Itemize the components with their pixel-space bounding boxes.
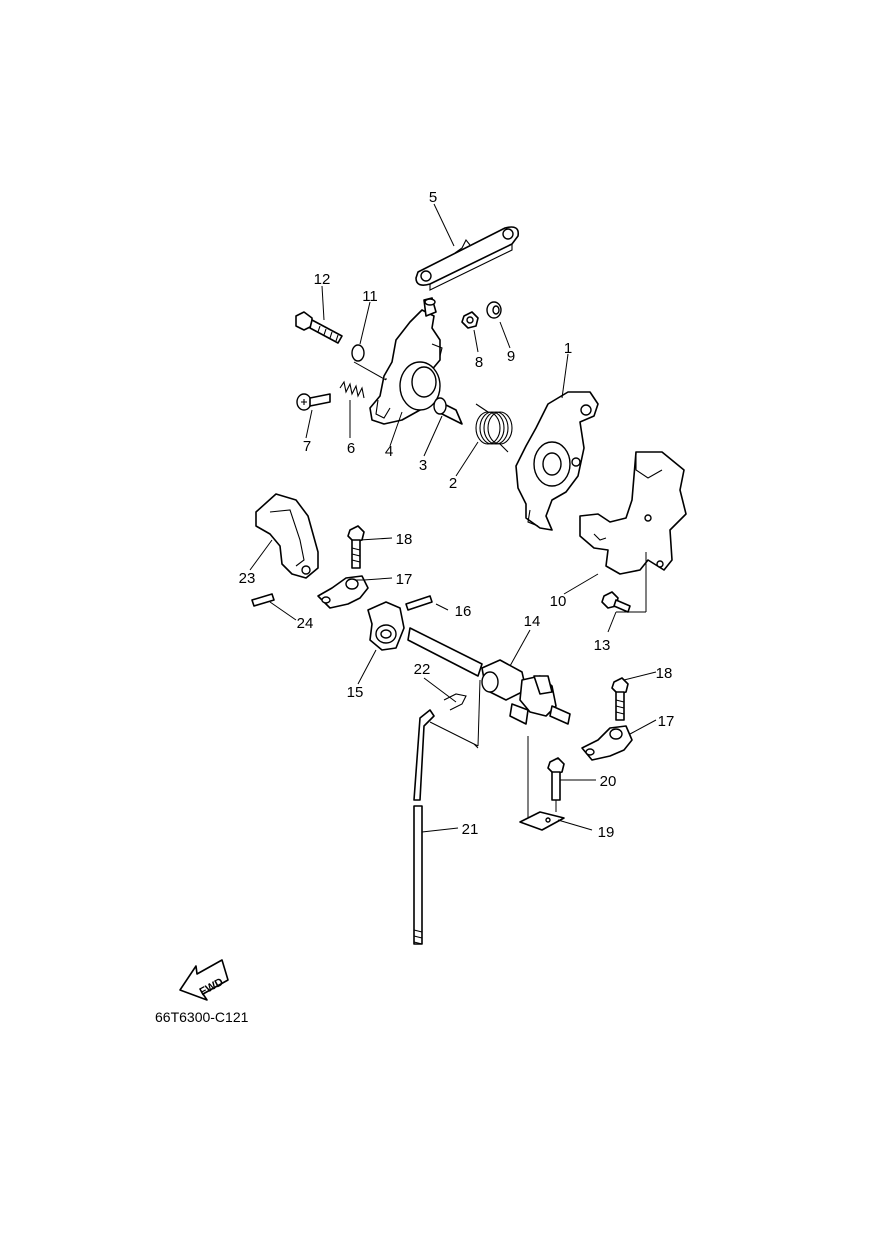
part-18-bolt-upper [347, 525, 365, 569]
leader-lines [249, 203, 657, 833]
callout-12: 12 [314, 271, 331, 288]
fwd-arrow-icon: FWD [179, 959, 229, 1001]
part-24-pin [251, 593, 275, 607]
part-17-clamp-lower [581, 725, 633, 761]
callout-22: 22 [414, 661, 431, 678]
part-14-shaft [407, 627, 571, 725]
part-2-spring [475, 403, 513, 453]
part-21-rod [413, 709, 435, 945]
part-10-bracket [579, 451, 687, 575]
callout-16: 16 [455, 603, 472, 620]
callout-8: 8 [475, 354, 483, 371]
callout-10: 10 [550, 593, 567, 610]
callout-23: 23 [239, 570, 256, 587]
part-6-spring [339, 380, 365, 399]
callout-5: 5 [429, 189, 437, 206]
callout-18-upper: 18 [396, 531, 413, 548]
part-5-link-rod [415, 226, 520, 291]
callout-1: 1 [564, 340, 572, 357]
callout-labels: 5 12 11 8 9 1 7 6 4 3 2 18 23 17 10 16 2… [239, 189, 675, 841]
callout-14: 14 [524, 613, 541, 630]
callout-20: 20 [600, 773, 617, 790]
part-11-washer [351, 344, 365, 362]
part-19-plate [519, 811, 565, 831]
part-23-bracket [255, 493, 319, 579]
callout-21: 21 [462, 821, 479, 838]
part-16-pin [405, 595, 433, 611]
part-4-lever [369, 297, 443, 425]
part-17-clamp-upper [317, 575, 369, 609]
part-15-joint [367, 601, 405, 651]
part-7-screw [296, 393, 331, 411]
part-3-collar [433, 397, 463, 425]
callout-11: 11 [362, 288, 378, 305]
diagram-code: 66T6300-C121 [155, 1009, 249, 1025]
part-12-bolt [295, 311, 343, 344]
part-9-collar [486, 301, 502, 319]
part-1-cam [515, 391, 599, 531]
callout-7: 7 [303, 438, 311, 455]
callout-4: 4 [385, 443, 393, 460]
callout-19: 19 [598, 824, 615, 841]
part-20-screw [547, 757, 565, 801]
callout-2: 2 [449, 475, 457, 492]
callout-18-lower: 18 [656, 665, 673, 682]
callout-24: 24 [297, 615, 314, 632]
part-18-bolt-lower [611, 677, 629, 721]
callout-6: 6 [347, 440, 355, 457]
callout-15: 15 [347, 684, 364, 701]
callout-9: 9 [507, 348, 515, 365]
part-22-clip [443, 693, 467, 711]
callout-3: 3 [419, 457, 427, 474]
callout-17-lower: 17 [658, 713, 675, 730]
callout-17-upper: 17 [396, 571, 413, 588]
part-8-nut [461, 311, 479, 329]
part-13-bolt [601, 591, 631, 613]
callout-13: 13 [594, 637, 611, 654]
